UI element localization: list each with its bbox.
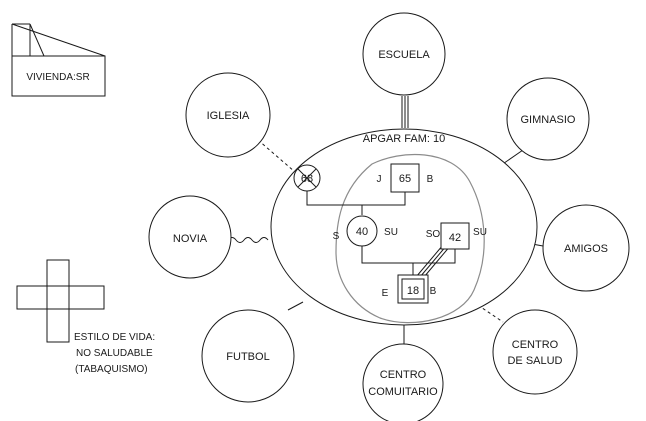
- label-centro-salud-1: CENTRO: [512, 339, 559, 351]
- tag-patient-right: B: [430, 286, 437, 297]
- person-patient-index: [397, 274, 429, 304]
- tag-father-right: SU: [473, 227, 487, 238]
- family-circle: [270, 128, 538, 326]
- housing-label: VIVIENDA:SR: [26, 72, 89, 83]
- tag-mother-right: SU: [384, 227, 398, 238]
- household-boundary: [335, 153, 485, 324]
- label-amigos: AMIGOS: [564, 243, 608, 255]
- lifestyle-line2: NO SALUDABLE: [76, 348, 153, 359]
- node-amigos: [542, 204, 630, 292]
- age-mother: 40: [356, 226, 368, 238]
- lifestyle-line3: (TABAQUISMO): [75, 364, 148, 375]
- genogram-lines: [306, 190, 456, 278]
- person-grandfather: [390, 163, 420, 193]
- label-futbol: FUTBOL: [226, 351, 269, 363]
- link-escuela-strong: [401, 96, 409, 128]
- age-grandmother: 68: [301, 173, 313, 185]
- cross-inner-lines: [46, 285, 70, 310]
- house-icon: [11, 23, 106, 97]
- age-father: 42: [449, 232, 461, 244]
- lifestyle-line1: ESTILO DE VIDA:: [74, 332, 155, 343]
- node-futbol: [201, 309, 295, 403]
- tag-patient-left: E: [382, 288, 389, 299]
- central-title: APGAR FAM: 10: [363, 133, 446, 145]
- tag-grandfather-left: J: [377, 174, 382, 185]
- node-gimnasio: [506, 77, 590, 161]
- link-centro-salud-weak: [447, 284, 504, 323]
- label-novia: NOVIA: [173, 233, 208, 245]
- label-iglesia: IGLESIA: [207, 110, 250, 122]
- tag-father-left: SO: [426, 229, 441, 240]
- label-centro-comunitario-1: CENTRO: [380, 369, 427, 381]
- node-iglesia: [185, 72, 271, 158]
- node-escuela: [362, 12, 446, 96]
- person-grandmother: [293, 164, 321, 192]
- label-gimnasio: GIMNASIO: [520, 114, 575, 126]
- age-patient: 18: [407, 285, 419, 297]
- tag-grandfather-right: B: [427, 174, 434, 185]
- cross-icon: [16, 259, 105, 343]
- label-escuela: ESCUELA: [378, 49, 430, 61]
- person-mother: [346, 215, 378, 247]
- age-grandfather: 65: [399, 173, 411, 185]
- label-centro-salud-2: DE SALUD: [507, 355, 562, 367]
- tag-mother-left: S: [333, 231, 340, 242]
- link-futbol: [287, 301, 304, 311]
- link-novia-stressful: [227, 237, 269, 243]
- node-novia: [148, 195, 232, 279]
- person-father: [440, 222, 470, 250]
- node-centro-comunitario: [362, 343, 444, 421]
- label-centro-comunitario-2: COMUITARIO: [368, 386, 438, 398]
- node-centro-salud: [492, 309, 578, 395]
